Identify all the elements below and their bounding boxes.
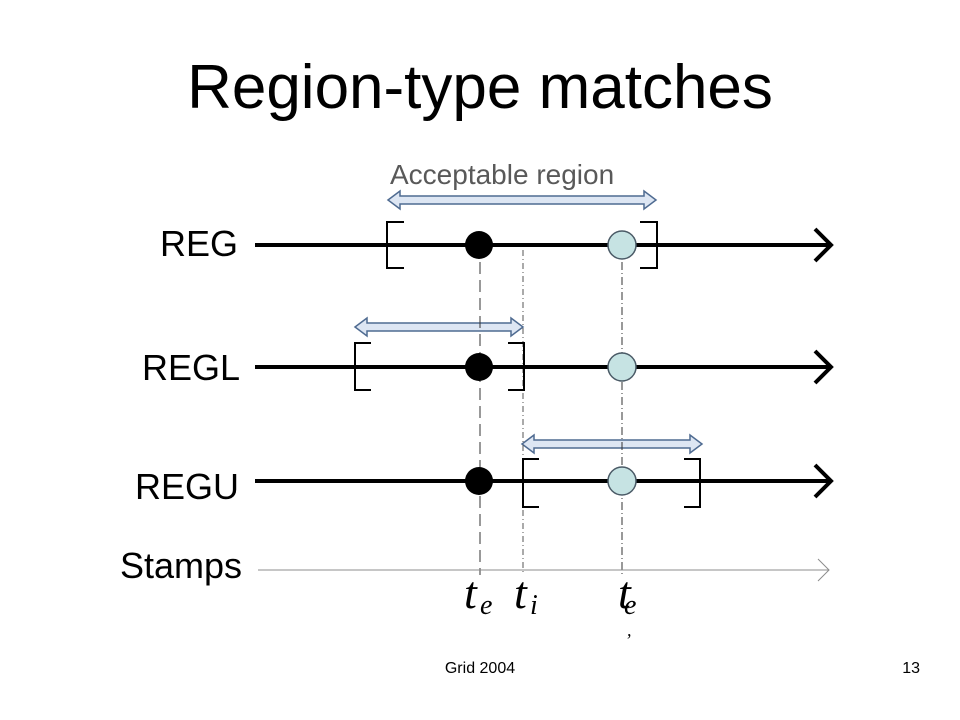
region-bracket-left — [354, 342, 371, 391]
row-label-reg: REG — [160, 223, 238, 264]
svg-text:e: e — [480, 590, 492, 621]
svg-text:e: e — [624, 590, 636, 621]
timeline-reg — [255, 227, 834, 263]
stamps-timeline — [258, 558, 830, 582]
event-dot-hollow — [607, 230, 637, 260]
region-bracket-right — [640, 221, 658, 269]
time-label-ti: t i — [514, 567, 538, 621]
footer-text: Grid 2004 — [444, 660, 516, 677]
row-label-regl: REGL — [142, 347, 240, 388]
event-dot-filled — [465, 353, 493, 381]
acceptable-region-arrow-reg — [386, 189, 658, 211]
svg-text:t: t — [464, 567, 478, 618]
event-dot-hollow — [607, 352, 637, 382]
region-bracket-right — [508, 342, 525, 391]
acceptable-region-arrow-regl — [353, 316, 525, 338]
region-bracket-left — [522, 458, 539, 508]
stamps-label: Stamps — [120, 545, 242, 586]
acceptable-region-label: Acceptable region — [390, 159, 614, 190]
acceptable-region-arrow-regu — [520, 433, 704, 455]
slide-number: 13 — [902, 660, 920, 677]
svg-text:t: t — [618, 567, 632, 618]
region-bracket-right — [684, 458, 701, 508]
svg-text:,: , — [627, 620, 632, 640]
timeline-regl — [255, 349, 834, 385]
time-label-te: t e — [464, 567, 492, 621]
event-dot-filled — [465, 231, 493, 259]
timeline-regu — [255, 463, 834, 499]
slide-title: Region-type matches — [187, 53, 773, 122]
region-bracket-left — [386, 221, 404, 269]
svg-text:t: t — [514, 567, 528, 618]
row-label-regu: REGU — [135, 466, 239, 507]
svg-text:i: i — [530, 590, 538, 621]
time-label-te-prime: t e , — [618, 567, 636, 640]
event-dot-hollow — [607, 466, 637, 496]
event-dot-filled — [465, 467, 493, 495]
